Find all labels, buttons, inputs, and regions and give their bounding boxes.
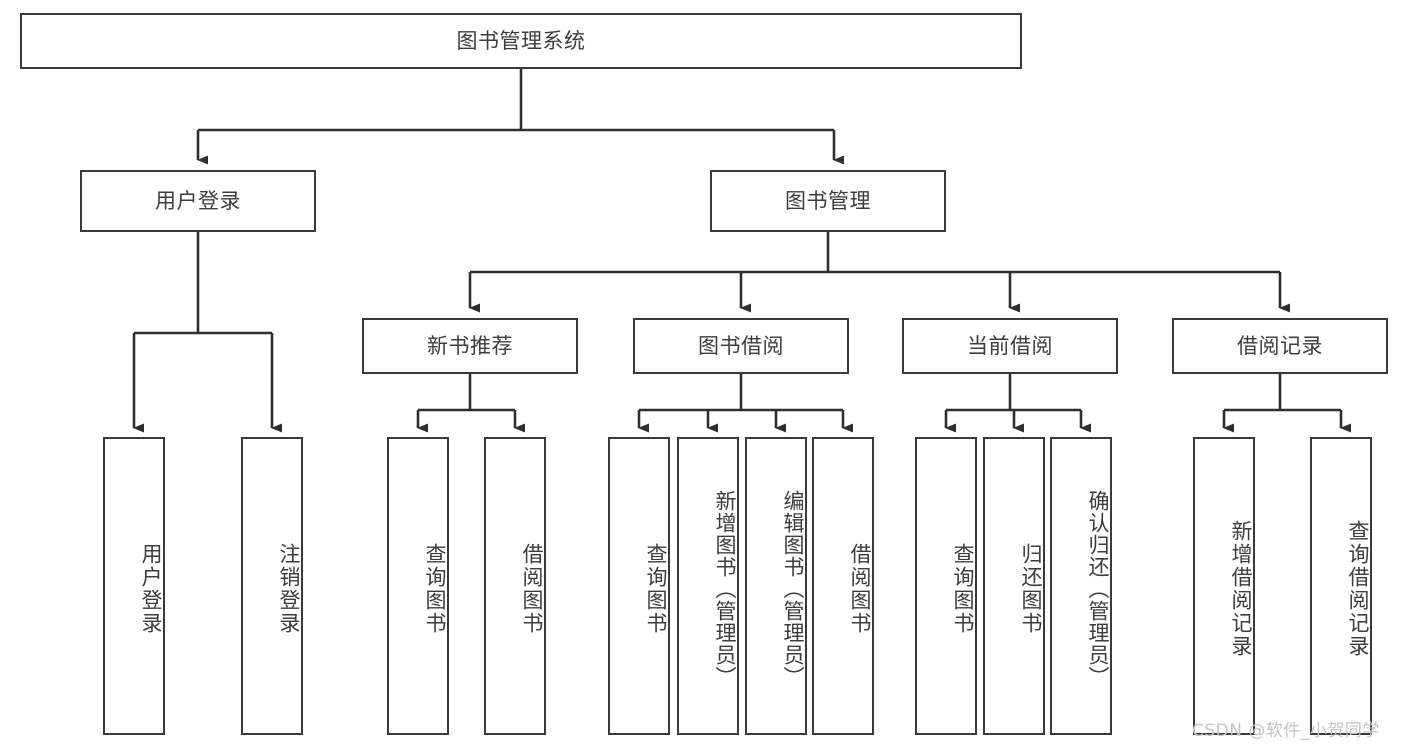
- node-new-book-rec[interactable]: 新书推荐: [362, 318, 578, 374]
- node-label: 图书管理: [785, 188, 871, 213]
- node-borrow-record[interactable]: 借阅记录: [1172, 318, 1388, 374]
- node-label: 归还图书: [1019, 543, 1043, 635]
- node-leaf-user-login[interactable]: 用户登录: [103, 437, 165, 735]
- node-leaf-add-book[interactable]: 新增图书（管理员）: [677, 437, 739, 735]
- node-label: 编辑图书（管理员）: [781, 490, 805, 688]
- node-leaf-query-book-3[interactable]: 查询图书: [915, 437, 977, 735]
- node-leaf-confirm-return[interactable]: 确认归还（管理员）: [1050, 437, 1112, 735]
- node-label: 借阅图书: [848, 543, 872, 635]
- node-leaf-add-record[interactable]: 新增借阅记录: [1193, 437, 1255, 735]
- node-label: 查询图书: [644, 543, 668, 635]
- node-leaf-borrow-book-1[interactable]: 借阅图书: [484, 437, 546, 735]
- node-label: 确认归还（管理员）: [1086, 490, 1110, 688]
- node-label: 图书管理系统: [456, 28, 586, 53]
- node-leaf-return-book[interactable]: 归还图书: [983, 437, 1045, 735]
- node-leaf-query-book-2[interactable]: 查询图书: [608, 437, 670, 735]
- node-label: 查询图书: [423, 543, 447, 635]
- node-label: 用户登录: [139, 543, 163, 635]
- node-leaf-borrow-book-2[interactable]: 借阅图书: [812, 437, 874, 735]
- node-label: 新书推荐: [427, 333, 513, 358]
- node-label: 新增借阅记录: [1229, 520, 1253, 658]
- node-user-login[interactable]: 用户登录: [80, 170, 316, 232]
- node-label: 借阅图书: [520, 543, 544, 635]
- node-book-manage[interactable]: 图书管理: [710, 170, 946, 232]
- node-root[interactable]: 图书管理系统: [20, 13, 1022, 69]
- node-label: 查询图书: [951, 543, 975, 635]
- node-leaf-logout[interactable]: 注销登录: [241, 437, 303, 735]
- node-label: 当前借阅: [967, 333, 1053, 358]
- node-label: 注销登录: [277, 543, 301, 635]
- node-leaf-query-record[interactable]: 查询借阅记录: [1310, 437, 1372, 735]
- csdn-watermark: CSDN @软件_小贺同学: [1192, 721, 1380, 741]
- node-label: 图书借阅: [698, 333, 784, 358]
- node-current-borrow[interactable]: 当前借阅: [902, 318, 1118, 374]
- node-leaf-query-book-1[interactable]: 查询图书: [387, 437, 449, 735]
- node-leaf-edit-book[interactable]: 编辑图书（管理员）: [745, 437, 807, 735]
- node-label: 新增图书（管理员）: [713, 490, 737, 688]
- node-book-borrow[interactable]: 图书借阅: [633, 318, 849, 374]
- node-label: 借阅记录: [1237, 333, 1323, 358]
- node-label: 用户登录: [155, 188, 241, 213]
- node-label: 查询借阅记录: [1346, 520, 1370, 658]
